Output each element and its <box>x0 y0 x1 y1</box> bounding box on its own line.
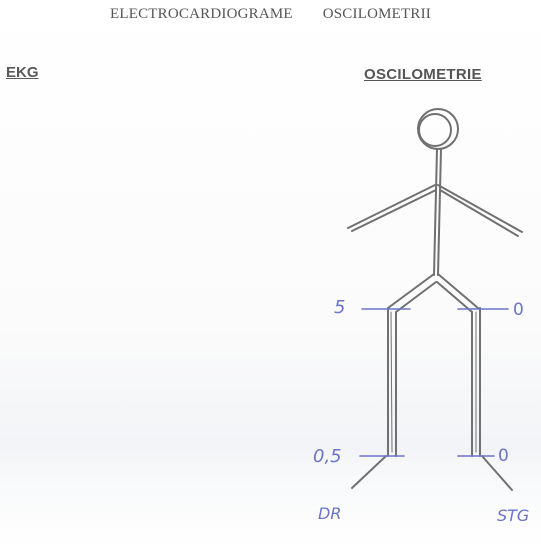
lower-right-value: 0,5 <box>313 446 342 467</box>
upper-right-value: 5 <box>334 297 345 318</box>
left-arm-line-2 <box>440 190 518 236</box>
right-arm-line-2 <box>352 190 436 231</box>
torso-line-1 <box>434 149 437 275</box>
right-foot <box>352 456 386 488</box>
lower-left-value: 0 <box>498 446 509 466</box>
right-hip-line-1 <box>388 274 434 308</box>
right-leg-line-3 <box>391 312 392 452</box>
right-arm-line-1 <box>348 185 435 228</box>
torso-line-2 <box>438 149 441 275</box>
head-inner <box>419 114 451 146</box>
left-hip-line-1 <box>438 274 478 308</box>
left-side-label: STG <box>497 506 529 525</box>
right-side-label: DR <box>318 504 341 523</box>
upper-left-value: 0 <box>513 300 524 320</box>
left-arm-line-1 <box>438 185 522 232</box>
left-hip-line-2 <box>437 282 472 312</box>
